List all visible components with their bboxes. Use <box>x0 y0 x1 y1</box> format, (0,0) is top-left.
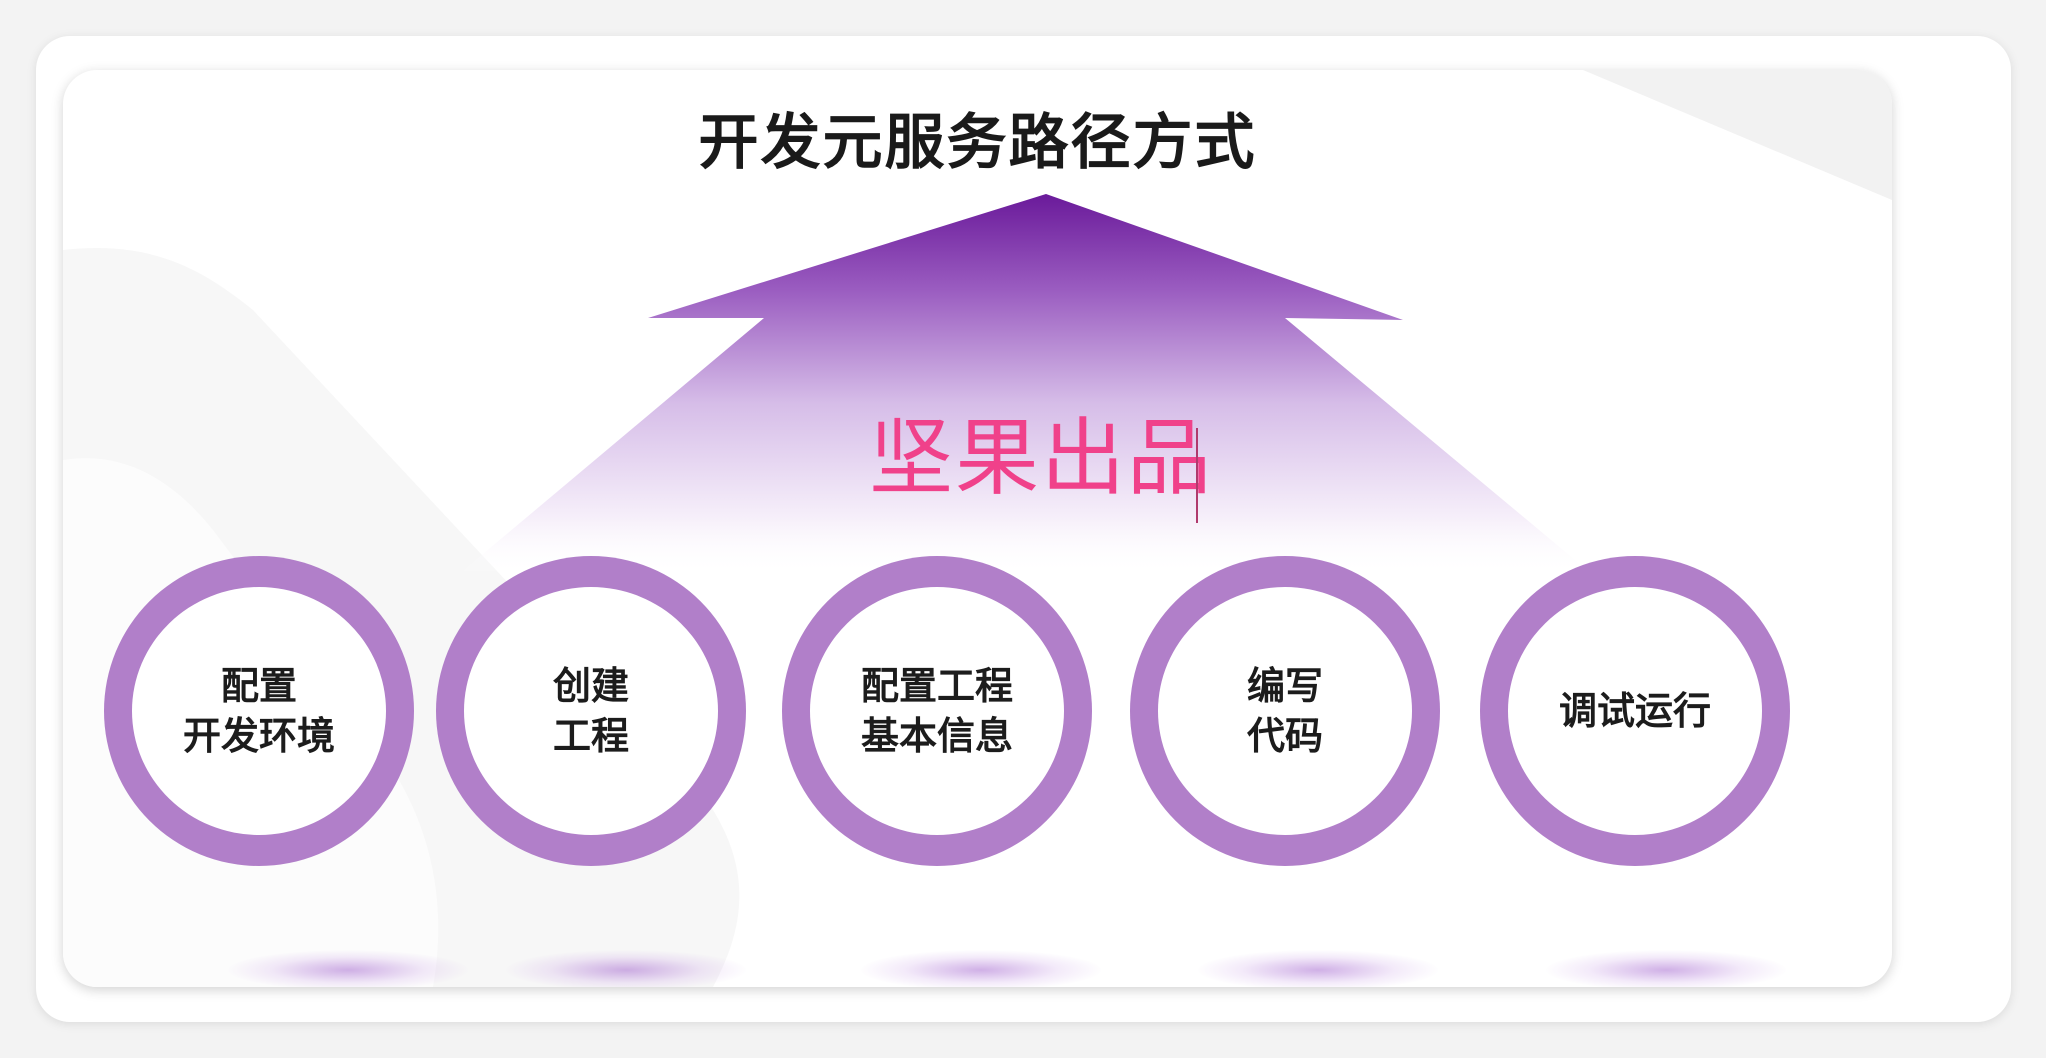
step-circle-3: 配置工程 基本信息 <box>782 556 1092 866</box>
upward-arrow <box>458 194 1593 575</box>
step-label-line: 代码 <box>1246 714 1323 758</box>
node-shadow <box>1198 950 1438 987</box>
step-label-line: 创建 <box>552 664 629 708</box>
step-circle-2: 创建 工程 <box>436 556 746 866</box>
step-label-line: 工程 <box>552 714 629 758</box>
step-label-2: 创建 工程 <box>464 587 718 835</box>
step-label-line: 基本信息 <box>860 714 1013 758</box>
watermark-text: 坚果出品 <box>869 409 1214 507</box>
step-label-line: 配置工程 <box>860 664 1013 708</box>
step-label-4: 编写 代码 <box>1158 587 1412 835</box>
node-shadow <box>228 950 468 987</box>
step-circle-5: 调试运行 <box>1480 556 1790 866</box>
step-circle-1: 配置 开发环境 <box>104 556 414 866</box>
step-label-3: 配置工程 基本信息 <box>810 587 1064 835</box>
step-label-line: 开发环境 <box>182 714 335 758</box>
node-shadow <box>506 950 746 987</box>
node-shadow <box>1546 950 1786 987</box>
step-label-line: 编写 <box>1246 664 1323 708</box>
text-cursor <box>1196 428 1198 523</box>
step-circle-4: 编写 代码 <box>1130 556 1440 866</box>
step-label-1: 配置 开发环境 <box>132 587 386 835</box>
step-label-5: 调试运行 <box>1508 587 1762 835</box>
slide-canvas: 开发元服务路径方式 坚果出品 配置 开发环境 创建 <box>63 70 1892 987</box>
page-title: 开发元服务路径方式 <box>698 108 1257 178</box>
step-label-line: 配置 <box>220 664 297 708</box>
node-shadow <box>861 950 1101 987</box>
step-label-line: 调试运行 <box>1558 689 1711 733</box>
